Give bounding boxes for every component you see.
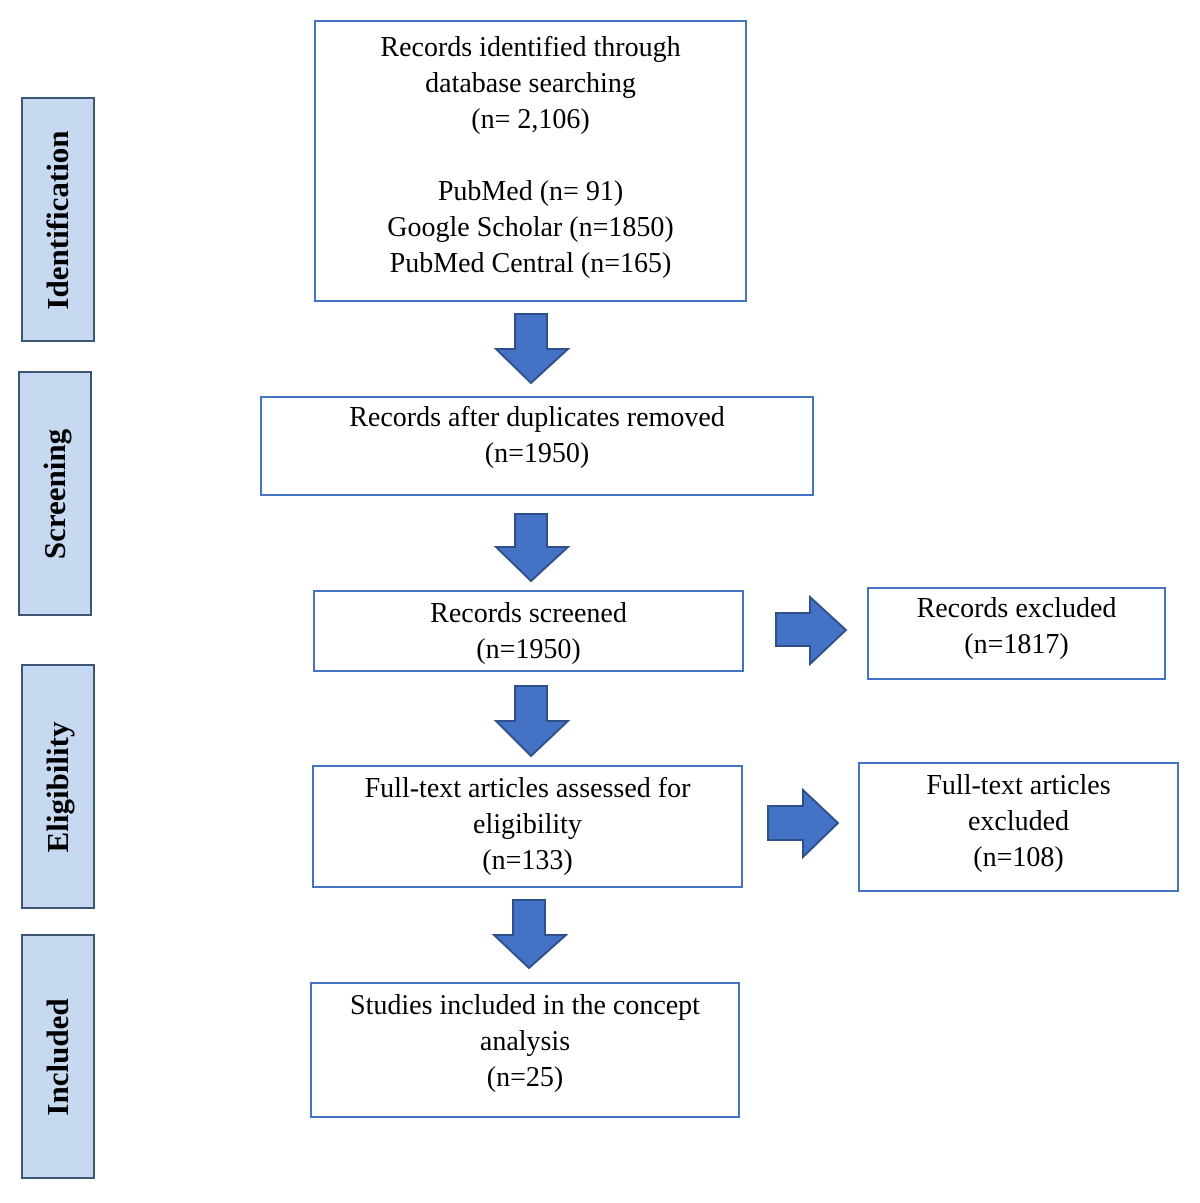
- records-excluded-line1: Records excluded: [916, 593, 1117, 624]
- arrow-right-records-excluded-icon: [775, 594, 848, 667]
- arrow-down-screened-icon: [493, 685, 571, 758]
- box-records-screened: Records screened (n=1950): [313, 590, 744, 672]
- identified-count: (n= 2,106): [471, 104, 590, 135]
- source-pubmed-central: PubMed Central (n=165): [389, 248, 672, 279]
- stage-eligibility: Eligibility: [21, 664, 95, 909]
- screened-count: (n=1950): [476, 634, 581, 665]
- assessed-count: (n=133): [482, 845, 573, 876]
- identified-line2: database searching: [425, 68, 636, 99]
- box-studies-included: Studies included in the concept analysis…: [310, 982, 740, 1118]
- identified-line1: Records identified through: [380, 32, 681, 63]
- assessed-line2: eligibility: [473, 809, 582, 840]
- included-line2: analysis: [479, 1026, 571, 1057]
- duplicates-count: (n=1950): [484, 438, 590, 469]
- included-count: (n=25): [486, 1062, 564, 1093]
- stage-identification: Identification: [21, 97, 95, 342]
- arrow-down-identification-icon: [493, 313, 571, 385]
- included-line1: Studies included in the concept: [350, 990, 700, 1021]
- screened-line1: Records screened: [430, 598, 627, 629]
- stage-screening: Screening: [18, 371, 92, 616]
- records-excluded-count: (n=1817): [964, 629, 1069, 660]
- box-duplicates-removed: Records after duplicates removed (n=1950…: [260, 396, 814, 496]
- box-fulltext-excluded: Full-text articles excluded (n=108): [858, 762, 1179, 892]
- arrow-down-duplicates-icon: [493, 513, 571, 583]
- fulltext-excluded-line2: excluded: [967, 806, 1070, 837]
- arrow-down-assessed-icon: [491, 899, 569, 970]
- arrow-right-fulltext-excluded-icon: [767, 787, 840, 860]
- assessed-line1: Full-text articles assessed for: [364, 773, 691, 804]
- stage-included: Included: [21, 934, 95, 1179]
- fulltext-excluded-count: (n=108): [973, 842, 1064, 873]
- source-pubmed: PubMed (n= 91): [437, 176, 624, 207]
- box-records-excluded: Records excluded (n=1817): [867, 587, 1166, 680]
- duplicates-line1: Records after duplicates removed: [349, 402, 725, 433]
- source-google-scholar: Google Scholar (n=1850): [387, 212, 674, 243]
- fulltext-excluded-line1: Full-text articles: [926, 770, 1111, 801]
- box-fulltext-assessed: Full-text articles assessed for eligibil…: [312, 765, 743, 888]
- box-records-identified: Records identified through database sear…: [314, 20, 747, 302]
